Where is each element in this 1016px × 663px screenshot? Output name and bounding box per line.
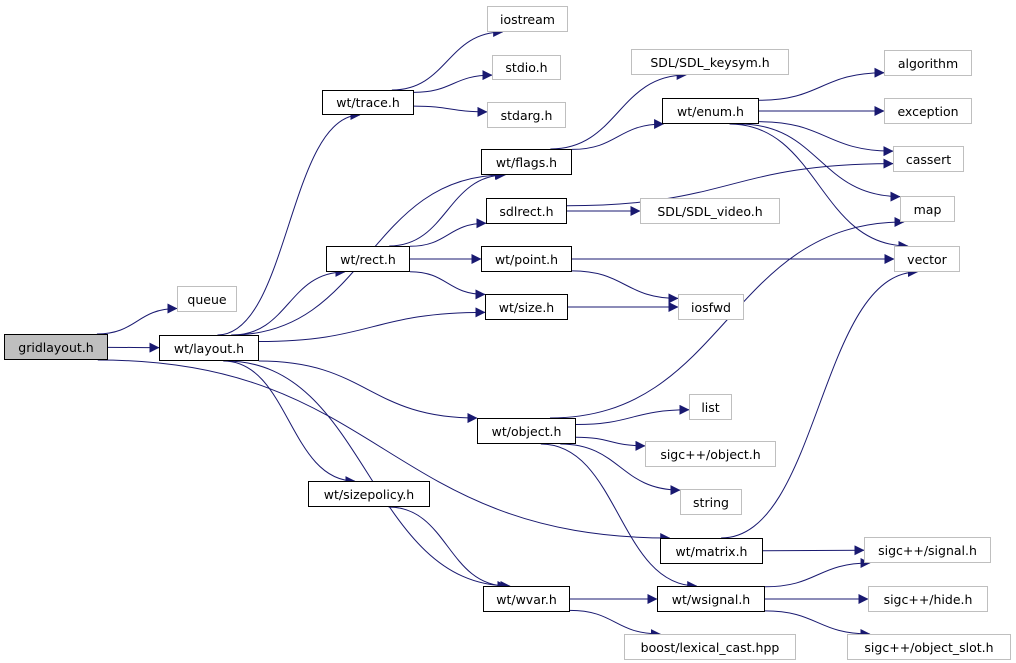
- edge-wt_enum_h-to-vector: [729, 123, 909, 251]
- node-queue[interactable]: queue: [177, 286, 237, 312]
- node-sigcpp-object-slot-h[interactable]: sigc++/object_slot.h: [847, 634, 1011, 660]
- node-wt-size-h[interactable]: wt/size.h: [485, 294, 568, 320]
- edge-wt_rect_h-to-wt_flags_h: [389, 170, 506, 247]
- edge-sdlrect_h-to-cassert: [566, 158, 894, 207]
- node-algorithm[interactable]: algorithm: [884, 50, 972, 76]
- node-wt-rect-h[interactable]: wt/rect.h: [326, 246, 410, 272]
- edge-wt_layout_h-to-wt_wvar_h: [225, 360, 511, 591]
- edge-wt_trace_h-to-stdio_h: [413, 70, 493, 93]
- edge-wt_sizepolicy_h-to-wt_wvar_h: [388, 506, 508, 591]
- node-sigcpp-object-h[interactable]: sigc++/object.h: [645, 441, 776, 467]
- edge-wt_layout_h-to-wt_sizepolicy_h: [223, 360, 356, 486]
- edge-wt_enum_h-to-cassert: [758, 121, 894, 157]
- edge-wt_object_h-to-string: [560, 443, 681, 496]
- edge-wt_object_h-to-wt_wsignal_h: [540, 443, 698, 591]
- node-wt-layout-h[interactable]: wt/layout.h: [159, 335, 259, 361]
- edge-wt_trace_h-to-iostream: [391, 27, 504, 91]
- edge-wt_wvar_h-to-boost_lexical_cast_hpp: [569, 609, 661, 639]
- edge-wt_layout_h-to-wt_size_h: [258, 307, 486, 343]
- node-gridlayout-h[interactable]: gridlayout.h: [4, 334, 108, 360]
- edge-wt_enum_h-to-algorithm: [758, 67, 885, 101]
- node-sdlrect-h[interactable]: sdlrect.h: [486, 198, 567, 224]
- edge-wt_object_h-to-sigcpp_object_h: [575, 436, 646, 451]
- node-vector[interactable]: vector: [894, 246, 960, 272]
- node-string[interactable]: string: [680, 489, 742, 515]
- node-iosfwd[interactable]: iosfwd: [678, 294, 744, 320]
- edge-wt_layout_h-to-wt_object_h: [258, 360, 478, 424]
- node-wt-sizepolicy-h[interactable]: wt/sizepolicy.h: [308, 481, 430, 507]
- node-exception[interactable]: exception: [884, 98, 972, 124]
- node-wt-object-h[interactable]: wt/object.h: [477, 418, 576, 444]
- edge-wt_matrix_h-to-vector: [721, 267, 918, 539]
- node-wt-flags-h[interactable]: wt/flags.h: [481, 149, 572, 175]
- node-cassert[interactable]: cassert: [893, 146, 964, 172]
- edge-wt_flags_h-to-sdl_keysym_h: [550, 70, 687, 150]
- edge-wt_object_h-to-map: [549, 217, 905, 419]
- edge-wt_flags_h-to-wt_enum_h: [571, 119, 665, 150]
- node-sigcpp-signal-h[interactable]: sigc++/signal.h: [864, 537, 991, 563]
- node-sdl-keysym-h[interactable]: SDL/SDL_keysym.h: [631, 49, 789, 75]
- edge-wt_object_h-to-list: [575, 404, 690, 426]
- edge-wt_wsignal_h-to-sigcpp_object_slot_h: [764, 610, 871, 639]
- node-wt-enum-h[interactable]: wt/enum.h: [662, 98, 759, 124]
- node-wt-wsignal-h[interactable]: wt/wsignal.h: [657, 586, 765, 612]
- node-wt-point-h[interactable]: wt/point.h: [481, 246, 572, 272]
- node-sigcpp-hide-h[interactable]: sigc++/hide.h: [868, 586, 988, 612]
- edge-wt_enum_h-to-map: [739, 123, 901, 202]
- node-boost-lexical-cast-hpp[interactable]: boost/lexical_cast.hpp: [624, 634, 796, 660]
- node-stdio-h[interactable]: stdio.h: [492, 55, 561, 80]
- edge-wt_wsignal_h-to-sigcpp_signal_h: [764, 558, 871, 588]
- edge-gridlayout_h-to-queue: [96, 303, 178, 335]
- node-wt-wvar-h[interactable]: wt/wvar.h: [483, 586, 570, 612]
- node-wt-trace-h[interactable]: wt/trace.h: [322, 90, 414, 115]
- edge-wt_rect_h-to-sdlrect_h: [409, 218, 487, 247]
- edge-wt_point_h-to-iosfwd: [571, 270, 679, 304]
- node-sdl-video-h[interactable]: SDL/SDL_video.h: [640, 198, 780, 224]
- node-map[interactable]: map: [900, 196, 955, 222]
- node-stdarg-h[interactable]: stdarg.h: [487, 102, 566, 128]
- node-list[interactable]: list: [689, 394, 732, 420]
- edge-wt_rect_h-to-wt_size_h: [409, 271, 486, 300]
- edge-gridlayout_h-to-wt_matrix_h: [97, 359, 671, 543]
- edge-wt_layout_h-to-wt_trace_h: [217, 110, 361, 336]
- edge-wt_layout_h-to-wt_rect_h: [232, 267, 346, 336]
- node-iostream[interactable]: iostream: [487, 6, 568, 32]
- edge-wt_trace_h-to-stdarg_h: [413, 105, 488, 117]
- node-wt-matrix-h[interactable]: wt/matrix.h: [660, 538, 763, 564]
